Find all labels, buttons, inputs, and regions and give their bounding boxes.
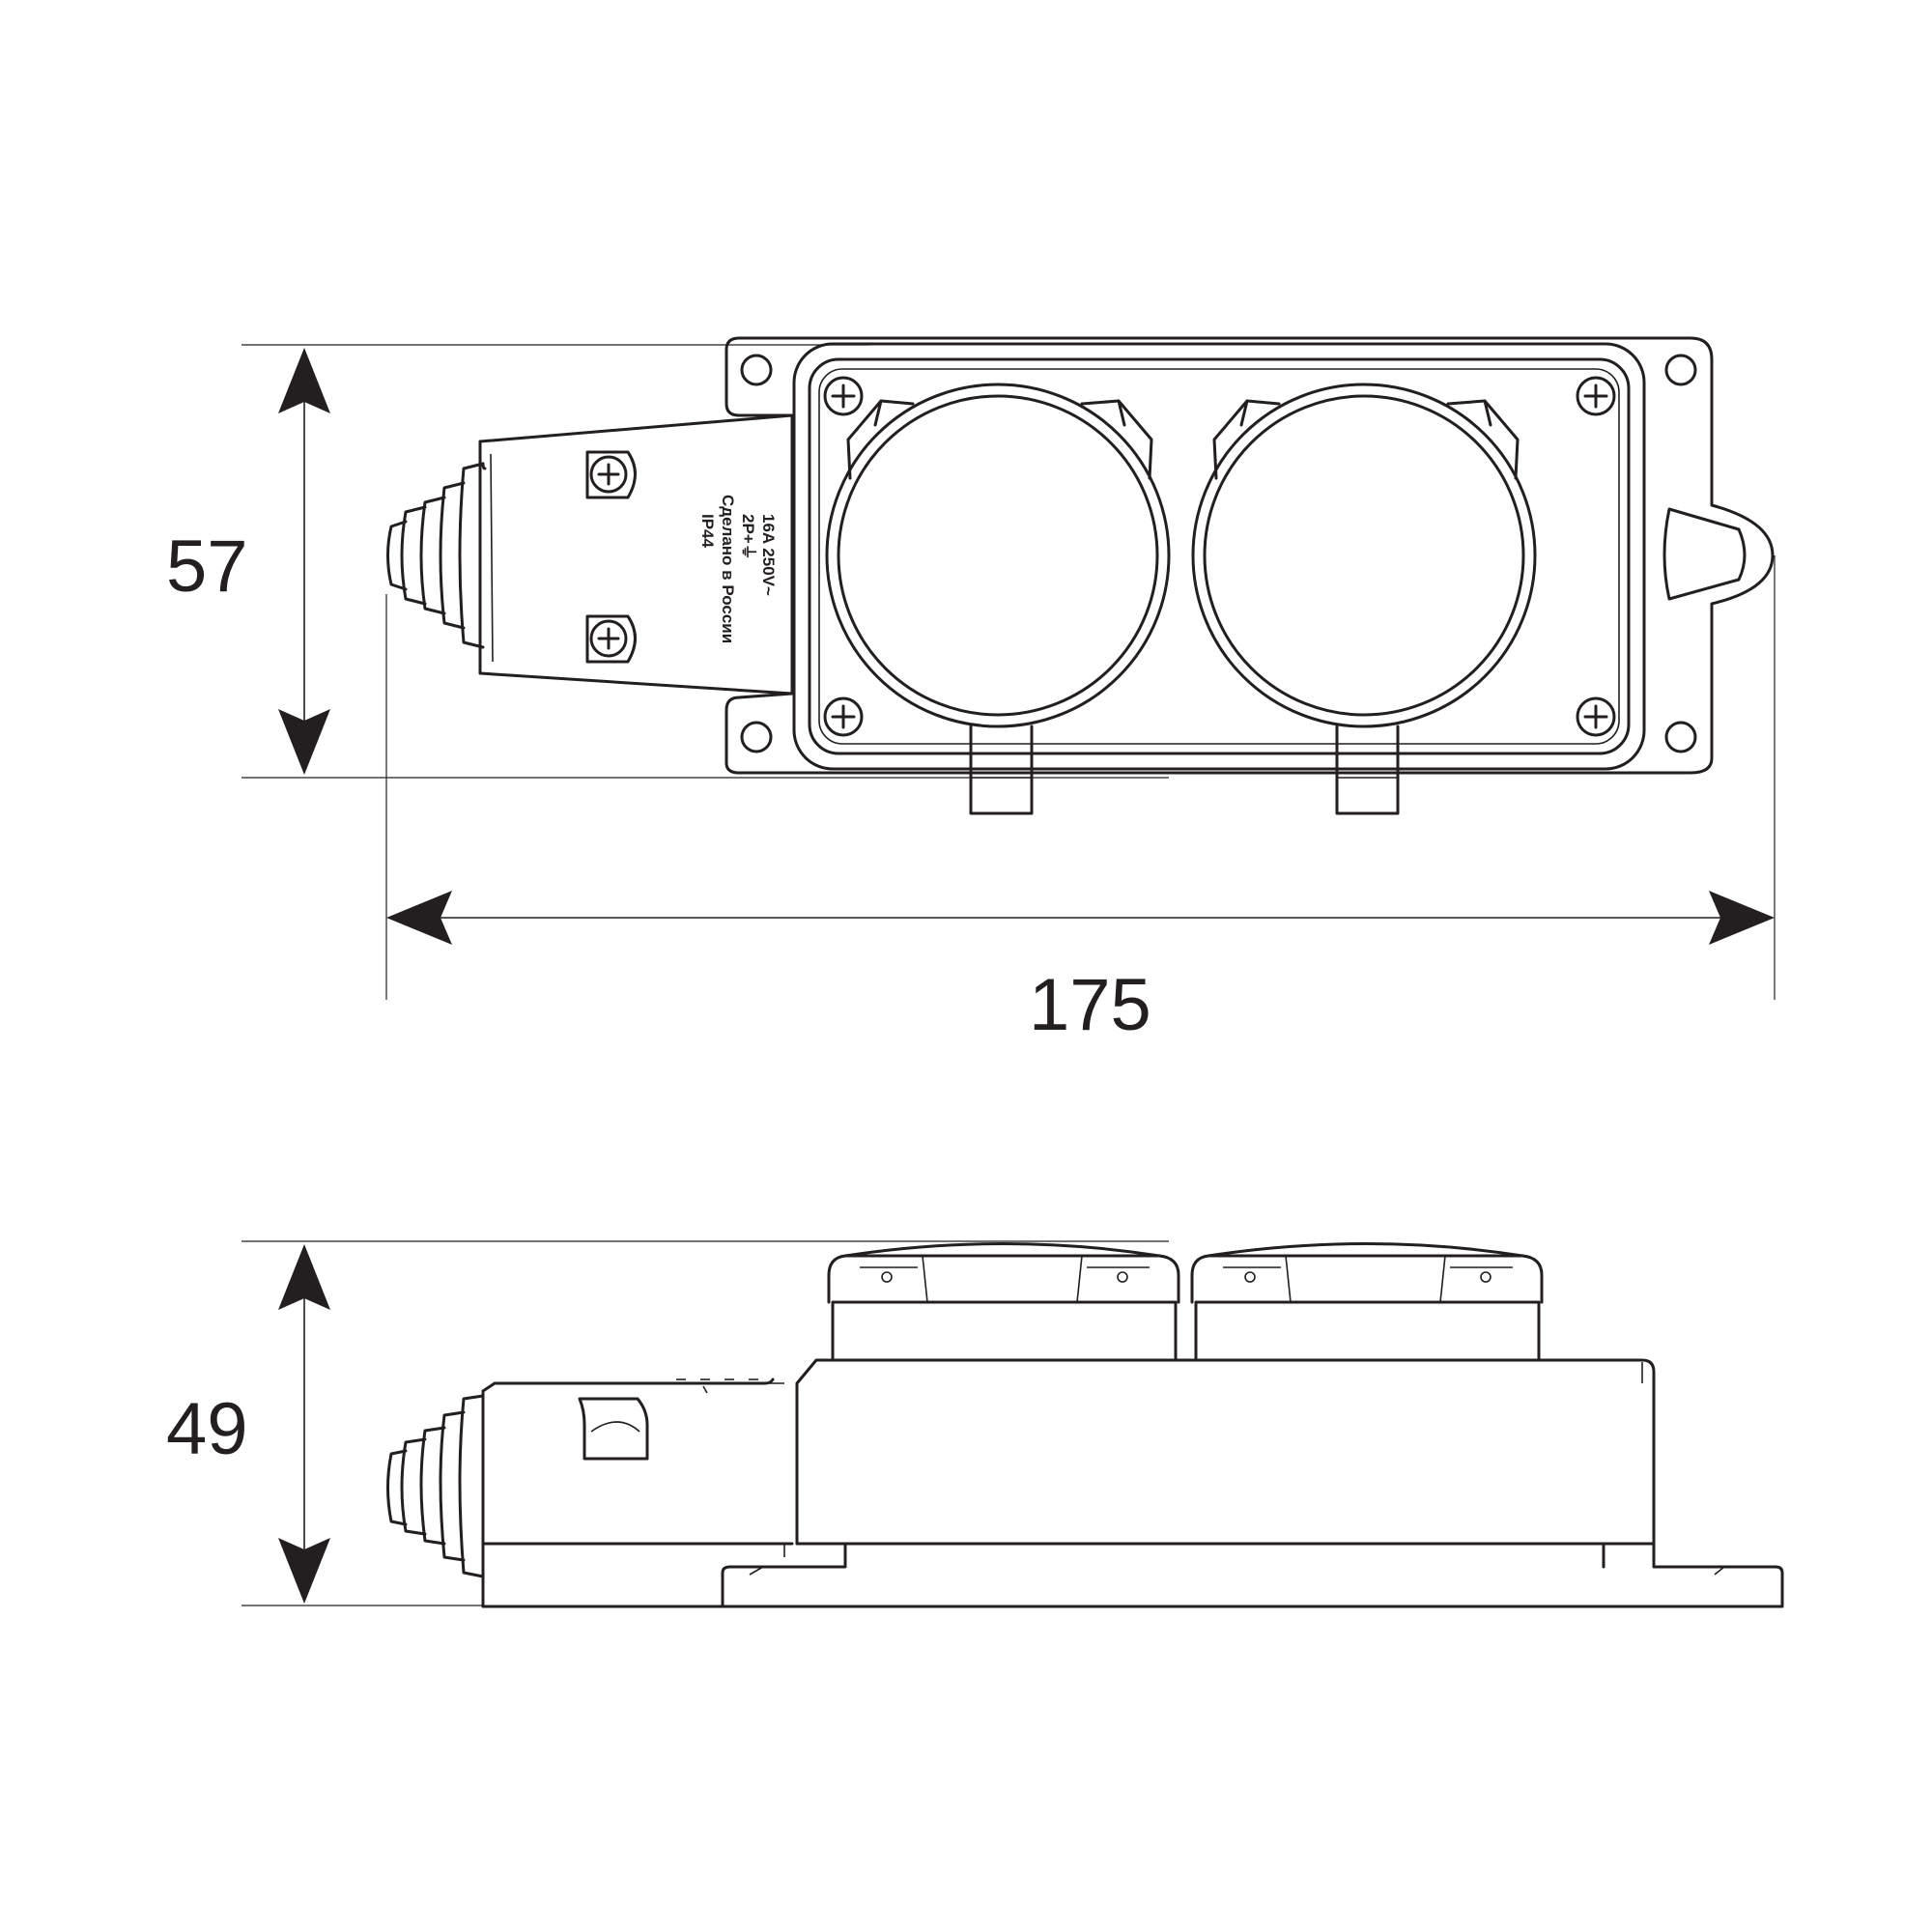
mounting-hole bbox=[740, 354, 773, 386]
socket-body-side bbox=[481, 1358, 1784, 1608]
dimension-175-label: 175 bbox=[1029, 964, 1151, 1046]
mounting-hole bbox=[1664, 721, 1697, 753]
socket-lid-right bbox=[1191, 383, 1537, 815]
dimension-height-top: 57 bbox=[166, 344, 1169, 779]
screw-icon bbox=[1576, 376, 1616, 416]
label-line-rating: 16A 250V~ bbox=[759, 514, 778, 596]
screw-icon bbox=[585, 614, 637, 664]
screw-icon bbox=[823, 696, 864, 737]
screw-icon bbox=[823, 376, 864, 416]
label-line-origin: Сделано в России bbox=[719, 495, 737, 643]
dimension-height-side: 49 bbox=[166, 1240, 1169, 1606]
arrow-right-icon bbox=[1709, 891, 1775, 945]
socket-lid-side-right bbox=[1190, 1242, 1544, 1362]
mounting-hole bbox=[1664, 354, 1697, 386]
dimension-length: 175 bbox=[385, 555, 1776, 1046]
screw-icon bbox=[1576, 696, 1616, 737]
cable-gland-top bbox=[386, 462, 487, 649]
cable-entry-housing-top: 16A 250V~ 2P+⏚ Сделано в России IP44 bbox=[478, 413, 794, 696]
dimension-57-label: 57 bbox=[166, 526, 248, 608]
side-view: 49 bbox=[166, 1240, 1784, 1608]
screw-icon bbox=[585, 450, 637, 499]
socket-body-top bbox=[724, 336, 1775, 775]
top-view: 57 175 16A 250V~ 2P+⏚ bbox=[166, 336, 1776, 1046]
label-line-ip-rating: IP44 bbox=[698, 514, 717, 549]
arrow-up-icon bbox=[278, 348, 330, 413]
housing-label: 16A 250V~ 2P+⏚ Сделано в России IP44 bbox=[698, 495, 778, 643]
arrow-left-icon bbox=[386, 891, 452, 945]
label-line-poles: 2P+⏚ bbox=[739, 514, 757, 560]
arrow-down-icon bbox=[278, 1538, 330, 1604]
socket-lid-side-left bbox=[827, 1242, 1180, 1362]
mounting-hole bbox=[740, 721, 773, 753]
hanging-hole bbox=[1662, 507, 1747, 601]
socket-lid-left bbox=[825, 383, 1171, 815]
arrow-down-icon bbox=[278, 709, 330, 775]
cable-gland-side bbox=[386, 1394, 485, 1578]
dimension-49-label: 49 bbox=[166, 1388, 248, 1470]
arrow-up-icon bbox=[278, 1244, 330, 1310]
cable-entry-housing-side bbox=[481, 1378, 794, 1608]
